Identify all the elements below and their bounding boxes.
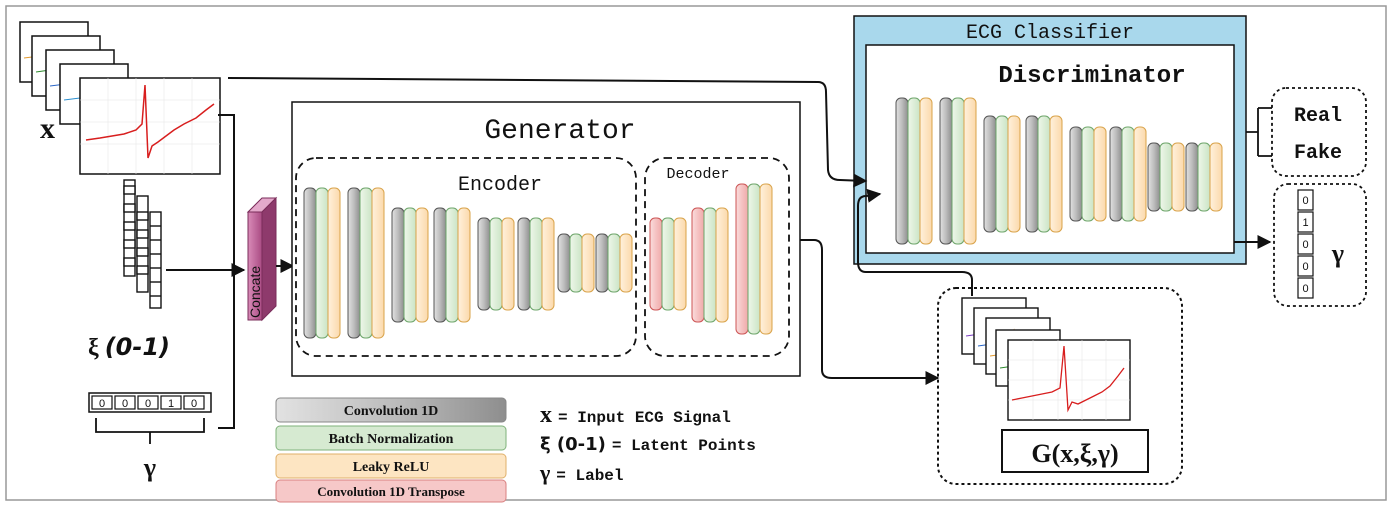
output-label-bit: 0 [1302,261,1308,273]
layer-group-2 [347,187,385,339]
decoder-layers [649,183,773,335]
disc-group-4 [1025,115,1063,233]
classifier-title: ECG Classifier [966,22,1134,45]
latent-vectors [123,179,162,309]
arrow-real-ecg-to-discriminator [227,77,868,188]
output-label-box [1273,183,1367,307]
generated-output-label: G(x,ξ,γ) [1031,439,1118,468]
input-label-bit: 0 [145,398,151,410]
output-label-bit: 1 [1302,217,1308,229]
discriminator-layers [895,97,1223,245]
output-fake-label: Fake [1294,142,1342,165]
encoder-layers [303,187,633,339]
legend-swatch-batchnorm [275,425,507,451]
definition-xi: ξ (0-1)= Latent Points [540,434,756,455]
encoder-box [295,157,637,357]
concat-block [246,196,278,322]
disc-group-1 [895,97,933,245]
decoder-group-2 [691,207,729,323]
input-label-bit: 0 [99,398,105,410]
layer-group-1 [303,187,341,339]
output-label-bit: 0 [1302,283,1308,295]
input-label-bit: 0 [191,398,197,410]
output-label-bit: 0 [1302,195,1308,207]
input-label-bit: 1 [168,398,174,410]
disc-group-3 [983,115,1021,233]
input-ecg-stack [19,21,221,175]
input-label-vector: 0 0 0 1 0 [88,392,212,444]
output-label-bit: 0 [1302,239,1308,251]
layer-group-7 [557,233,595,293]
generated-label-box [1001,429,1149,473]
decoder-group-1 [649,217,687,311]
output-label-symbol: γ [1331,239,1344,268]
input-label-bit: 0 [122,398,128,410]
legend-swatch-conv1d-transpose [275,479,507,503]
layer-group-5 [477,217,515,311]
real-fake-box [1271,87,1367,177]
decoder-group-3 [735,183,773,335]
disc-group-6 [1109,126,1147,222]
disc-group-8 [1185,142,1223,212]
decoder-box [644,157,790,357]
arrow-generated-to-discriminator [857,188,973,296]
legend-label: Convolution 1D [344,404,439,419]
layer-group-8 [595,233,633,293]
generator-title: Generator [484,116,635,147]
outer-frame [5,5,1387,501]
decoder-title: Decoder [666,166,729,183]
output-real-label: Real [1294,105,1342,128]
disc-group-7 [1147,142,1185,212]
legend: Convolution 1D Batch Normalization Leaky… [275,397,507,503]
definition-gamma: γ= Label [539,460,624,485]
disc-group-2 [939,97,977,245]
legend-swatch-conv1d [275,397,507,423]
layer-group-3 [391,207,429,323]
legend-label: Batch Normalization [329,432,454,447]
arrow-generator-to-output [800,239,940,385]
input-label-symbol: γ [143,453,156,482]
concat-label: Concate [247,266,263,318]
encoder-title: Encoder [458,174,542,197]
legend-label: Leaky ReLU [353,460,430,475]
disc-group-5 [1069,126,1107,222]
discriminator-title: Discriminator [998,63,1185,90]
real-fake-connector [1246,107,1272,157]
legend-label: Convolution 1D Transpose [317,484,465,499]
layer-group-4 [433,207,471,323]
layer-group-6 [517,217,555,311]
generated-ecg-stack [961,297,1131,421]
definitions: x= Input ECG Signal ξ (0-1)= Latent Poin… [539,402,756,485]
legend-swatch-leakyrelu [275,453,507,479]
output-label-vector: 0 1 0 0 0 [1297,189,1314,299]
definition-x: x= Input ECG Signal [540,402,731,428]
latent-symbol-label: ξ(0-1) [88,333,170,361]
input-x-symbol: x [40,112,55,145]
